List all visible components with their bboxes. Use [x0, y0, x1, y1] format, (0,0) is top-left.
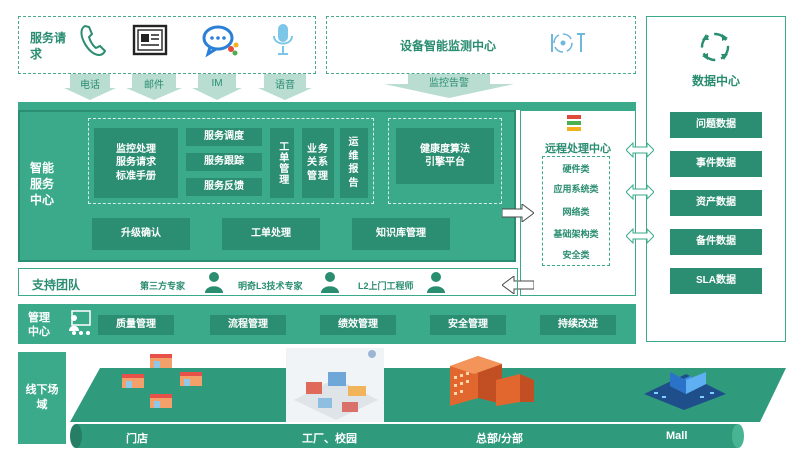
phone-icon	[78, 22, 108, 58]
store-illustration	[110, 352, 220, 418]
data-item-assets: 资产数据	[670, 190, 762, 216]
monitoring-panel	[326, 16, 636, 74]
remote-item-infrastructure: 基础架构类	[553, 229, 599, 239]
remote-item-security: 安全类	[562, 250, 590, 260]
person-icon-2	[320, 271, 340, 293]
remote-item-network: 网络类	[562, 207, 590, 217]
dispatch-item-feedback: 服务反馈	[186, 178, 262, 196]
headquarters-illustration	[440, 346, 536, 406]
double-arrow-1	[625, 141, 655, 159]
escalation-confirm-box: 升级确认	[92, 218, 190, 250]
site-label-mall: Mall	[666, 430, 688, 442]
channel-arrow-mail	[126, 74, 182, 100]
work-order-mgmt: 工单管理	[270, 128, 294, 198]
smart-service-inner-dashed	[88, 118, 374, 204]
remote-item-hardware: 硬件类	[562, 164, 590, 174]
remote-item-application: 应用系统类	[553, 184, 599, 194]
double-arrow-3	[625, 227, 655, 245]
business-relation-mgmt: 业务关系管理	[302, 128, 334, 198]
channel-arrow-voice	[258, 74, 312, 100]
mail-icon	[132, 24, 168, 56]
offline-title: 线下场域	[25, 384, 59, 411]
site-label-hq: 总部/分部	[476, 433, 524, 445]
monitoring-arrow	[384, 74, 514, 98]
work-order-processing-box: 工单处理	[222, 218, 320, 250]
mgmt-item-quality: 质量管理	[98, 315, 174, 335]
ops-report: 运维报告	[340, 128, 368, 198]
channel-arrow-phone	[64, 74, 116, 100]
remote-center-panel	[520, 110, 636, 296]
dispatch-item-track: 服务跟踪	[186, 153, 262, 171]
monitoring-arrow-label: 监控告警	[429, 77, 469, 89]
factory-campus-illustration	[286, 348, 384, 422]
mall-illustration	[640, 364, 730, 410]
support-member-l2: L2上门工程师	[358, 281, 414, 291]
service-request-panel	[18, 16, 316, 74]
smart-service-title: 智能服务中心	[30, 161, 55, 207]
data-item-events: 事件数据	[670, 151, 762, 177]
monitoring-title: 设备智能监测中心	[400, 39, 497, 53]
recycle-icon	[698, 30, 732, 64]
channel-label-phone: 电话	[80, 79, 100, 91]
person-icon-1	[204, 271, 224, 293]
mgmt-item-security: 安全管理	[430, 315, 506, 335]
support-title: 支持团队	[32, 278, 81, 292]
support-member-third-party: 第三方专家	[140, 281, 186, 291]
arrow-remote-to-support	[501, 275, 535, 295]
channel-label-voice: 语音	[275, 79, 295, 91]
channel-label-mail: 邮件	[144, 79, 164, 91]
remote-items-dashed	[542, 156, 610, 266]
management-icon	[66, 309, 94, 337]
server-icon	[566, 114, 582, 132]
data-item-sla: SLA数据	[670, 268, 762, 294]
bottom-pipe	[70, 424, 744, 448]
site-label-store: 门店	[126, 433, 148, 445]
remote-center-title: 远程处理中心	[545, 143, 611, 155]
offline-platform	[70, 368, 786, 424]
support-panel	[18, 268, 518, 296]
dispatch-item-schedule: 服务调度	[186, 128, 262, 146]
chat-icon	[200, 22, 240, 58]
management-title: 管理中心	[28, 312, 50, 338]
channel-label-im: IM	[211, 77, 223, 89]
person-icon-3	[426, 271, 446, 293]
offline-panel	[18, 352, 66, 444]
health-engine-box: 健康度算法 引擎平台	[396, 128, 494, 184]
data-item-spares: 备件数据	[670, 229, 762, 255]
health-engine-dashed	[388, 118, 502, 204]
manual-box: 监控处理 服务请求 标准手册	[94, 128, 178, 198]
data-item-issues: 问题数据	[670, 112, 762, 138]
mgmt-item-process: 流程管理	[210, 315, 286, 335]
service-request-title: 服务请求	[30, 31, 67, 61]
site-label-factory: 工厂、校园	[302, 433, 357, 445]
data-center-title: 数据中心	[691, 74, 740, 88]
data-center-panel	[646, 16, 786, 342]
mgmt-item-performance: 绩效管理	[320, 315, 396, 335]
microphone-icon	[270, 22, 296, 58]
channel-arrow-im	[192, 74, 242, 100]
top-divider-bar	[18, 102, 636, 110]
knowledge-base-box: 知识库管理	[352, 218, 450, 250]
mgmt-item-improvement: 持续改进	[540, 315, 616, 335]
arrow-smart-to-remote	[501, 203, 535, 223]
support-member-l3: 明奇L3技术专家	[238, 281, 303, 291]
iot-icon	[548, 28, 588, 58]
double-arrow-2	[625, 183, 655, 201]
